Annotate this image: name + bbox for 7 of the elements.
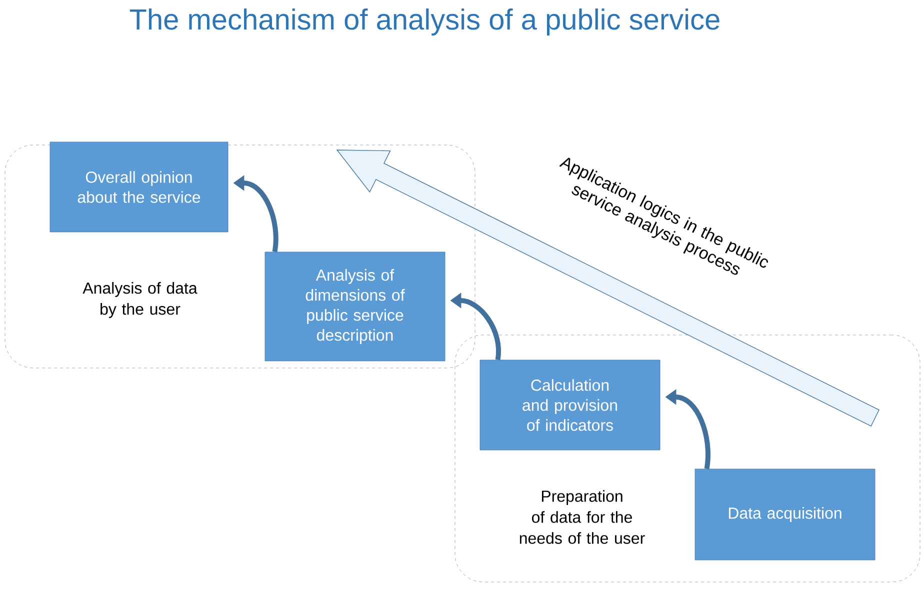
process-box: Calculation and provision of indicators	[480, 360, 660, 450]
title: The mechanism of analysis of a public service	[130, 8, 720, 36]
process-box: Analysis of dimensions of public service description	[264, 252, 446, 362]
process-box: Data acquisition	[694, 468, 876, 560]
group-label: Analysis of data by the user	[82, 282, 198, 318]
process-box: Overall opinion about the service	[50, 142, 228, 232]
group-label: Preparation of data for the needs of the user	[520, 490, 645, 544]
